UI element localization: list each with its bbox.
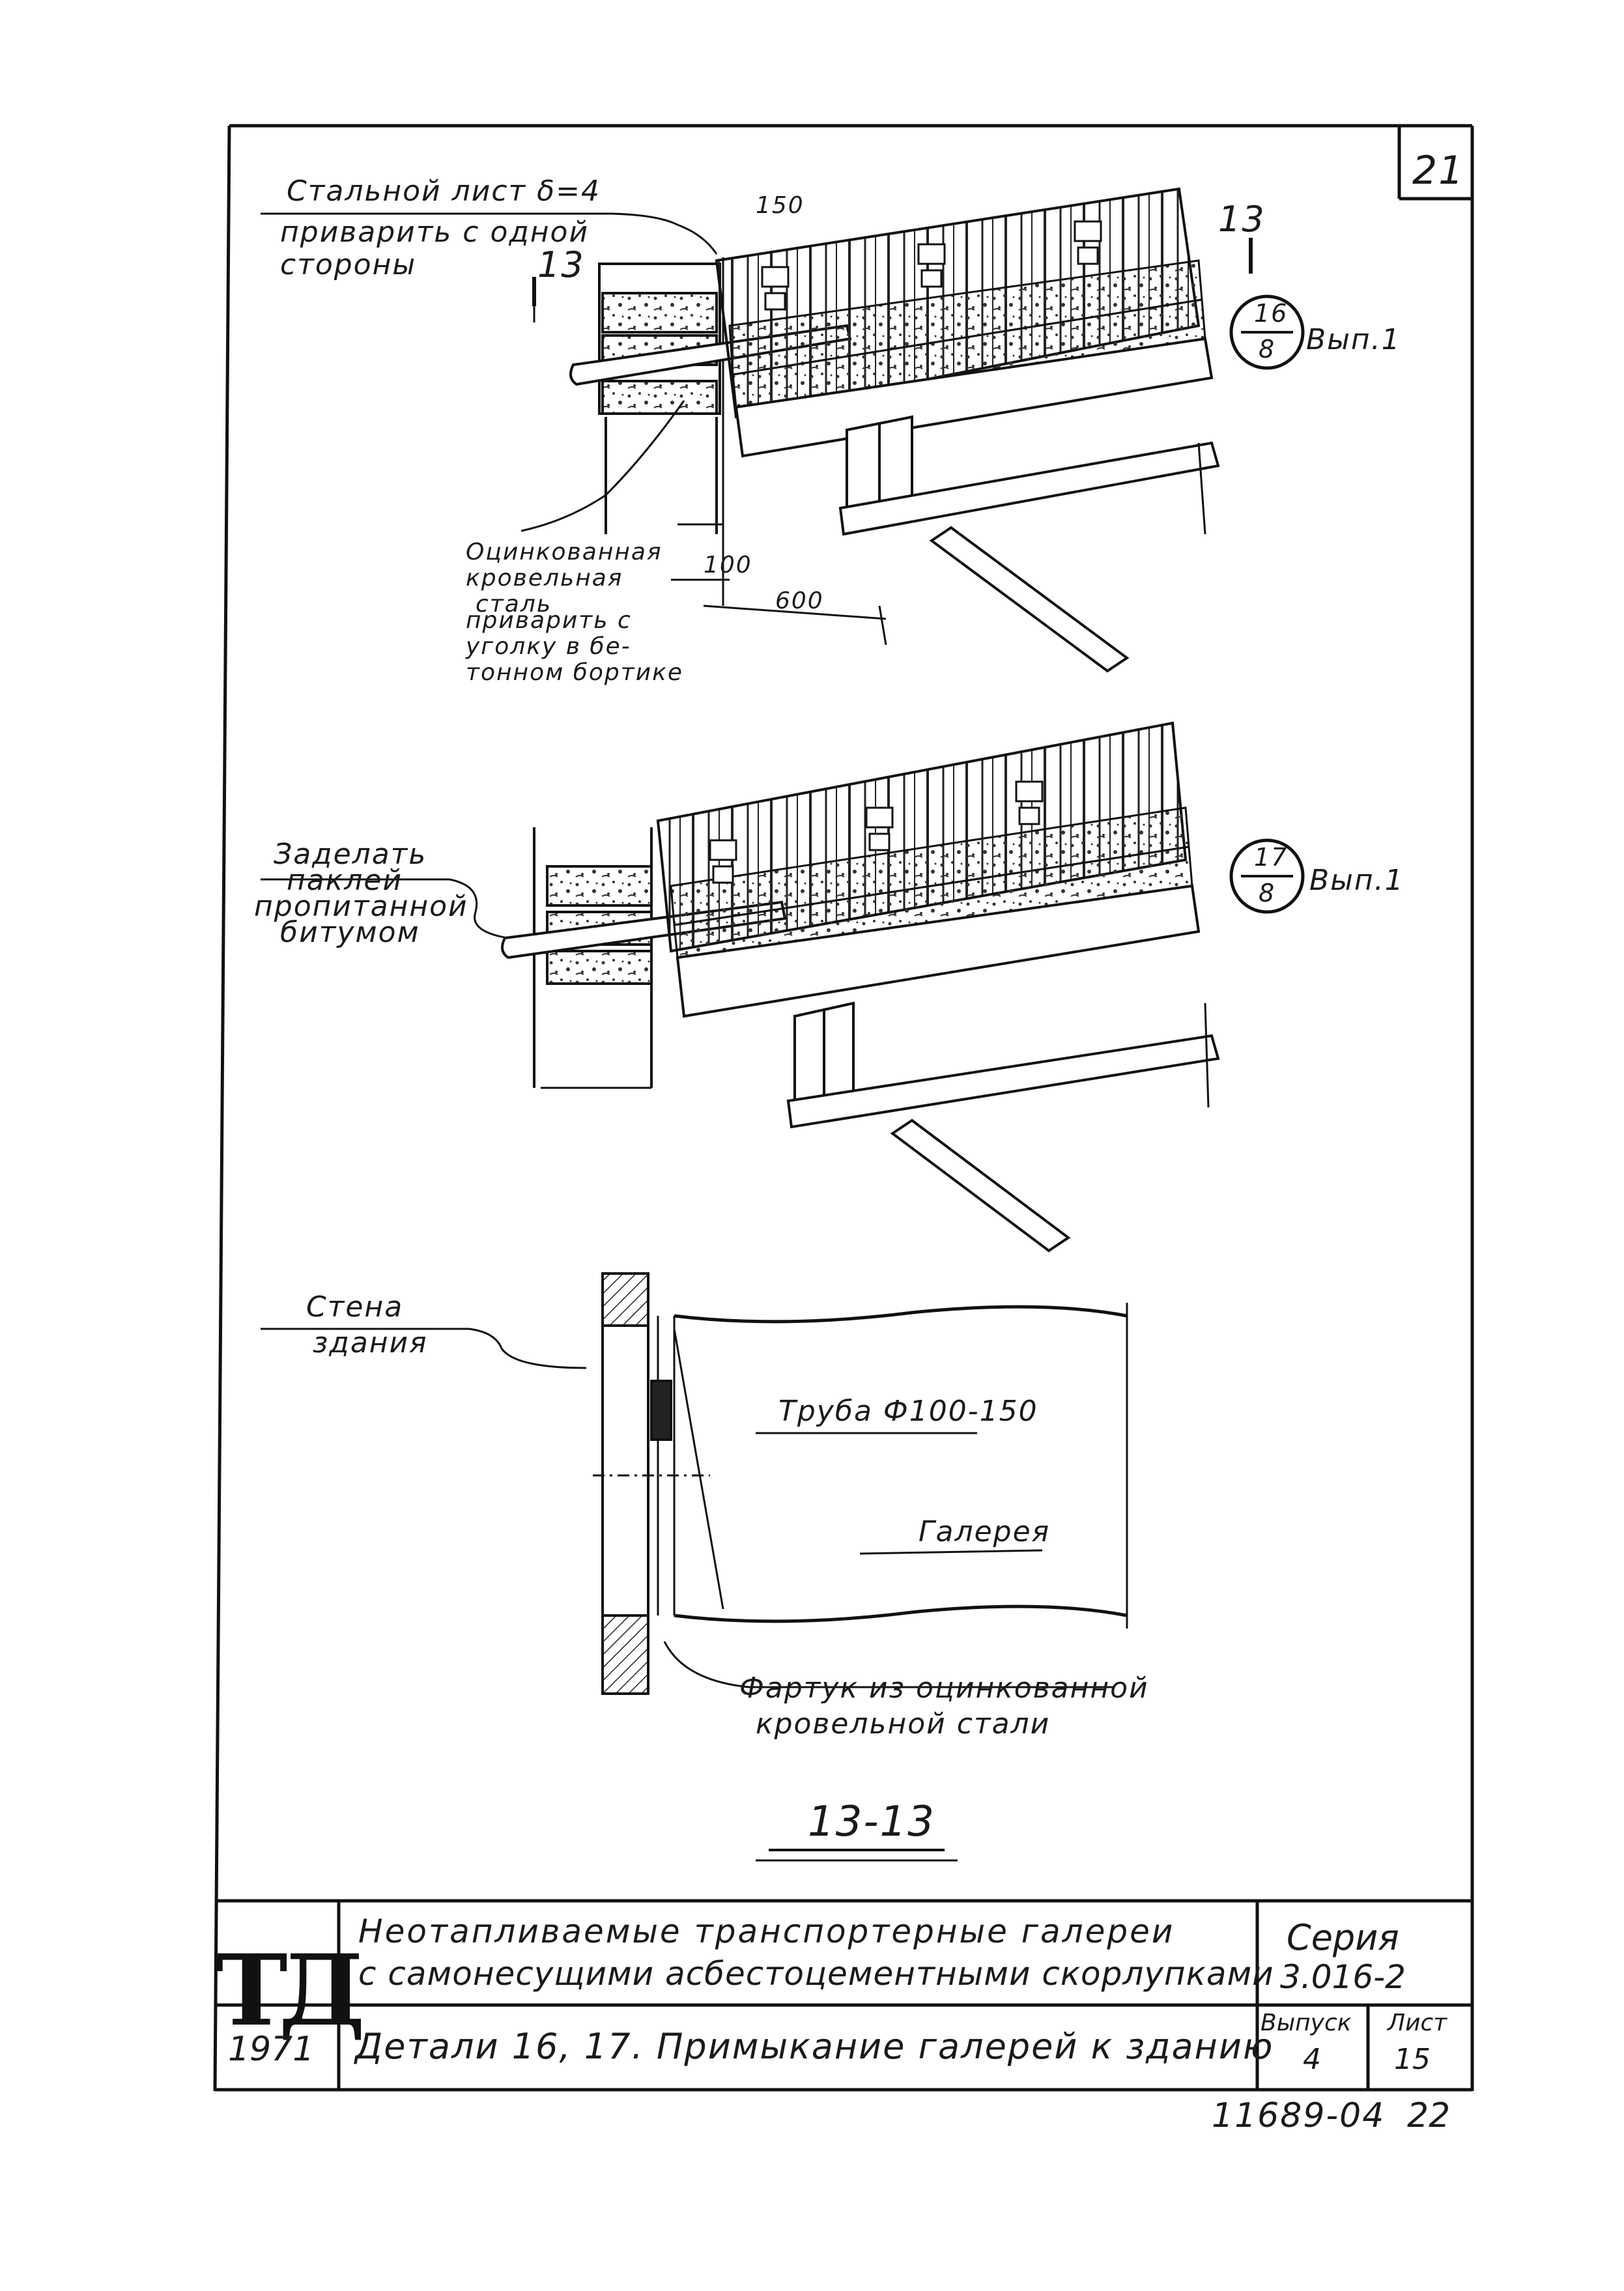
sheet-label: Лист [1388,2010,1447,2036]
note-roof-steel-line2: кровельная [466,565,623,591]
note-roof-steel-line4: приварить с [466,607,632,634]
publisher-logo: ТД [215,1933,365,2048]
detail-16-drawing [261,187,1305,673]
callout-17-issue: Вып.1 [1309,864,1404,897]
note-wall-line2: здания [313,1326,428,1359]
sheet-value: 15 [1394,2043,1431,2076]
series-label: Серия [1287,1917,1399,1958]
note-seal-line2: паклей [287,864,403,897]
note-seal-line4: битумом [280,916,420,949]
note-pipe: Труба Ф100-150 [778,1395,1038,1428]
callout-17-top: 17 [1254,843,1289,872]
section-mark-right-16: 13 [1218,199,1266,240]
series-value: 3.016-2 [1280,1958,1406,1996]
note-steel-sheet-line1: Стальной лист δ=4 [287,175,601,208]
callout-17-bottom: 8 [1259,879,1276,907]
sheet-number: 21 [1412,148,1465,193]
drawing-subtitle: Детали 16, 17. Примыкание галерей к здан… [355,2026,1274,2067]
note-roof-steel-line5: уголку в бе- [466,633,631,660]
note-roof-steel-line1: Оцинкованная [466,539,662,565]
note-steel-sheet-line2: приварить с одной [280,216,590,249]
dimension-100: 100 [704,552,752,578]
page-number: 22 [1407,2096,1451,2135]
year: 1971 [228,2030,315,2069]
issue-label: Выпуск [1261,2010,1352,2036]
title-line1: Неотапливаемые транспортерные галереи [358,1913,1175,1950]
dimension-600: 600 [775,588,824,614]
note-wall-line1: Стена [306,1290,404,1324]
issue-value: 4 [1303,2043,1321,2076]
note-roof-steel-line3: сталь [476,591,552,618]
note-apron-line2: кровельной стали [756,1707,1051,1741]
title-line2: с самонесущими асбестоцементными скорлуп… [358,1955,1274,1993]
detail-17-drawing [261,721,1305,1253]
section-title: 13-13 [808,1798,935,1846]
section-13-drawing [261,1272,1128,1862]
callout-16-bottom: 8 [1259,335,1276,363]
note-seal-line3: пропитанной [254,890,468,923]
callout-16-issue: Вып.1 [1306,323,1401,356]
document-number: 11689-04 [1212,2096,1386,2135]
dimension-150: 150 [756,192,805,219]
note-roof-steel-line6: тонном бортике [466,659,684,686]
note-apron-line1: Фартук из оцинкованной [739,1672,1149,1705]
note-steel-sheet-line3: стороны [280,248,417,281]
section-mark-left-16: 13 [537,244,585,285]
sheet-frame [213,124,1474,2092]
title-block-lines [215,1899,1472,2092]
callout-16-top: 16 [1254,299,1289,328]
note-seal-line1: Заделать [274,838,427,871]
note-gallery: Галерея [919,1515,1051,1548]
